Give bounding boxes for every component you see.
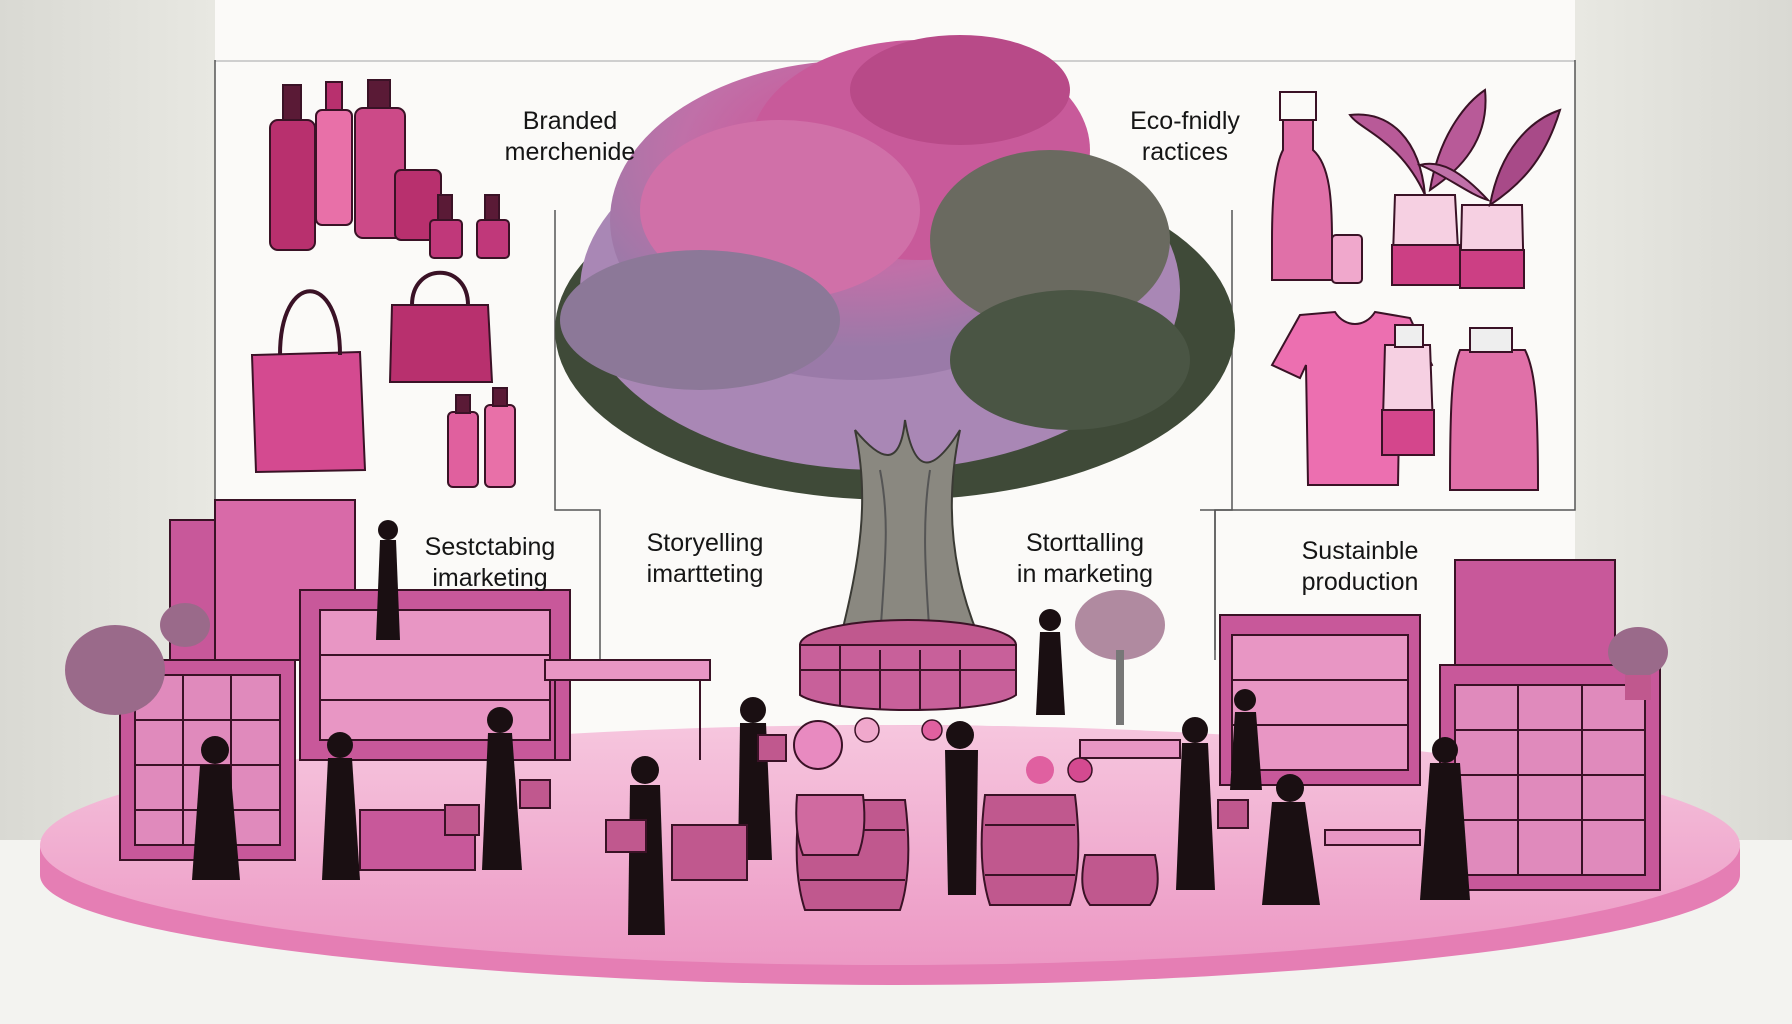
label-branded-line2: merchenide (504, 138, 636, 166)
right-shelving-units (1079, 559, 1661, 891)
label-storttalling-marketing: Storttalling in marketing (985, 528, 1185, 590)
label-storyelling-line2: imartteting (646, 560, 764, 588)
label-sustainable-line1: Sustainble (1301, 537, 1419, 565)
label-storyelling-line1: Storyelling (646, 529, 764, 557)
eco-bottles-plants-icon (1271, 88, 1562, 289)
label-storttalling-line1: Storttalling (1025, 529, 1145, 557)
tree-canopy (555, 35, 1235, 500)
label-branded-merchandise: Branded merchenide (470, 106, 670, 168)
decorative-flowers (854, 717, 1093, 783)
wooden-barrels (795, 794, 1159, 911)
label-sustainable-production: Sustainble production (1275, 536, 1445, 598)
label-sestctabing-marketing: Sestctabing imarketing (405, 532, 575, 594)
label-sestctabing-line1: Sestctabing (424, 533, 556, 561)
potted-plants (65, 590, 1668, 784)
label-storttalling-line2: in marketing (1016, 560, 1154, 588)
label-storyelling-marketing: Storyelling imartteting (620, 528, 790, 590)
tree-trunk (838, 419, 982, 641)
tshirt-jars-icon (1270, 310, 1540, 491)
people-silhouettes (192, 520, 1470, 935)
tree-planter (799, 619, 1017, 711)
label-eco-friendly-practices: Eco-fnidly ractices (1100, 106, 1270, 168)
shopping-bags (444, 734, 1249, 881)
label-eco-line2: ractices (1141, 138, 1229, 166)
label-eco-line1: Eco-fnidly (1130, 107, 1240, 135)
merchandise-bottles-icon (269, 79, 510, 259)
tote-bags-icon (250, 270, 516, 488)
label-sustainable-line2: production (1301, 568, 1419, 596)
label-branded-line1: Branded (522, 107, 618, 135)
label-sestctabing-line2: imarketing (432, 564, 548, 592)
